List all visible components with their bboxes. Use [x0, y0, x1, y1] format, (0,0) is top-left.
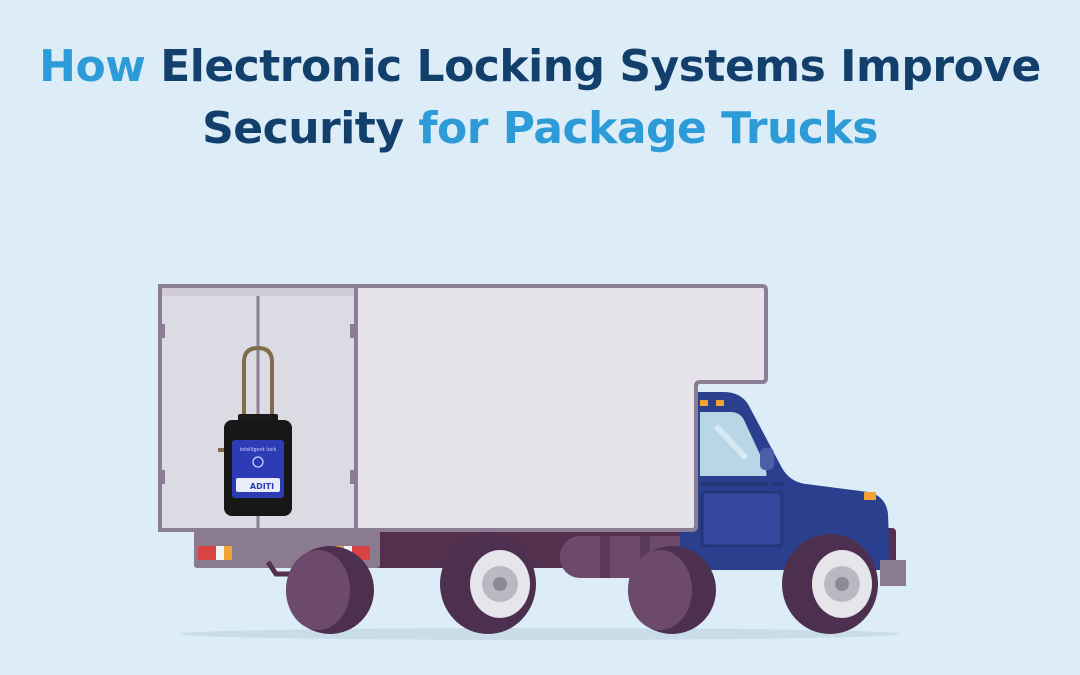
- ground-shadow: [180, 628, 900, 640]
- key-symbol-icon: [252, 456, 264, 468]
- lock-shackle: [242, 345, 274, 420]
- lock-label: intelligent lock: [240, 447, 277, 453]
- electronic-padlock-icon: intelligent lock ADITI: [218, 345, 292, 516]
- page-title: How Electronic Locking Systems Improve S…: [0, 36, 1080, 160]
- cab-door: [700, 490, 784, 548]
- title-electronic-locking: Electronic Locking Systems Improve: [160, 41, 1041, 92]
- rear-wheel-2: [440, 534, 536, 634]
- side-mirror: [760, 448, 774, 470]
- rear-wheel-3: [628, 546, 716, 634]
- truck-cab: [680, 392, 906, 586]
- lock-brand: ADITI: [250, 482, 274, 491]
- rear-wheel-1: [286, 546, 374, 634]
- front-wheel: [782, 534, 878, 634]
- title-how: How: [39, 41, 146, 92]
- front-bumper: [880, 560, 906, 586]
- cargo-box: [158, 284, 768, 532]
- front-light: [864, 492, 876, 500]
- title-package-trucks: for Package Trucks: [418, 103, 878, 154]
- title-security: Security: [202, 103, 404, 154]
